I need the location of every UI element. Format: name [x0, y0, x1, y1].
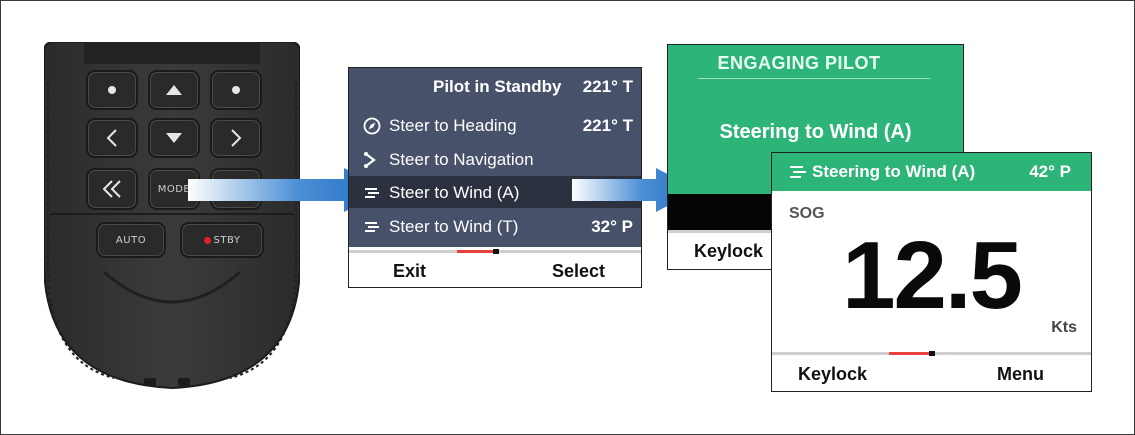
page-indicator-active: [457, 250, 493, 253]
keylock-softkey[interactable]: Keylock: [694, 241, 764, 261]
pilot-remote-control: MODE AUTO STBY: [44, 42, 300, 390]
remote-auto-button[interactable]: AUTO: [96, 222, 166, 258]
menu-softkey[interactable]: Menu: [997, 364, 1044, 384]
remote-left-button[interactable]: [86, 118, 138, 158]
remote-right-dot-button[interactable]: [210, 70, 262, 110]
double-chevron-left-icon: [102, 180, 121, 198]
menu-item-value: 221° T: [582, 116, 633, 135]
menu-item-label: Steer to Heading: [389, 116, 517, 135]
stby-label: STBY: [213, 234, 241, 246]
softkey-bar: Exit Select: [349, 247, 641, 287]
pilot-status-header: Steering to Wind (A) 42° P: [772, 153, 1091, 191]
menu-item-label: Steer to Wind (T): [389, 217, 519, 236]
wind-icon: [365, 222, 379, 232]
page-indicator-marker: [929, 351, 935, 356]
navigation-route-icon: [364, 152, 376, 168]
metric-value: 12.5: [842, 222, 1023, 329]
menu-item-steer-to-heading[interactable]: Steer to Heading 221° T: [349, 109, 641, 141]
keylock-softkey[interactable]: Keylock: [798, 364, 868, 384]
menu-header-title: Pilot in Standby: [433, 77, 562, 96]
exit-softkey[interactable]: Exit: [393, 261, 427, 281]
remote-back-button[interactable]: [86, 168, 138, 210]
remote-right-button[interactable]: [210, 118, 262, 158]
remote-up-button[interactable]: [148, 70, 200, 110]
pilot-status-label: Steering to Wind (A): [812, 162, 976, 181]
remote-down-button[interactable]: [148, 118, 200, 158]
chevron-left-icon: [106, 129, 117, 147]
menu-header-heading: 221° T: [582, 77, 633, 96]
menu-item-value: 32° P: [591, 217, 633, 236]
wind-icon: [365, 188, 379, 198]
arrow-up-icon: [166, 85, 182, 95]
wind-icon: [790, 166, 806, 178]
pilot-status-value: 42° P: [1029, 162, 1071, 181]
arrow-down-icon: [166, 133, 182, 143]
pilot-mode-menu-screen: Pilot in Standby 221° T Steer to Heading…: [348, 67, 642, 288]
select-softkey[interactable]: Select: [552, 261, 606, 281]
engaging-message: Steering to Wind (A): [719, 121, 912, 143]
sog-data-screen: Steering to Wind (A) 42° P SOG 12.5 Kts …: [771, 152, 1092, 392]
menu-item-label: Steer to Navigation: [389, 150, 534, 169]
dot-icon: [232, 86, 240, 94]
menu-header: Pilot in Standby 221° T: [349, 68, 641, 103]
metric-unit: Kts: [1051, 319, 1077, 336]
flow-arrow-icon: [188, 168, 386, 212]
compass-icon: [363, 117, 381, 135]
page-indicator-active: [889, 352, 929, 355]
title-divider: [698, 78, 930, 79]
remote-standby-button[interactable]: STBY: [180, 222, 264, 258]
dot-icon: [108, 86, 116, 94]
engaging-title: ENGAGING PILOT: [717, 53, 881, 73]
chevron-right-icon: [231, 129, 242, 147]
page-indicator-marker: [493, 249, 499, 254]
flow-arrow-icon: [572, 168, 698, 212]
menu-item-steer-to-wind-true[interactable]: Steer to Wind (T) 32° P: [349, 210, 641, 242]
metric-label: SOG: [789, 205, 825, 222]
auto-label: AUTO: [115, 234, 147, 246]
mode-label: MODE: [157, 183, 191, 195]
menu-item-steer-to-navigation[interactable]: Steer to Navigation: [349, 143, 641, 175]
remote-left-dot-button[interactable]: [86, 70, 138, 110]
menu-panel: Pilot in Standby 221° T Steer to Heading…: [349, 68, 641, 247]
standby-indicator-icon: [203, 236, 211, 244]
menu-item-label: Steer to Wind (A): [389, 183, 520, 202]
